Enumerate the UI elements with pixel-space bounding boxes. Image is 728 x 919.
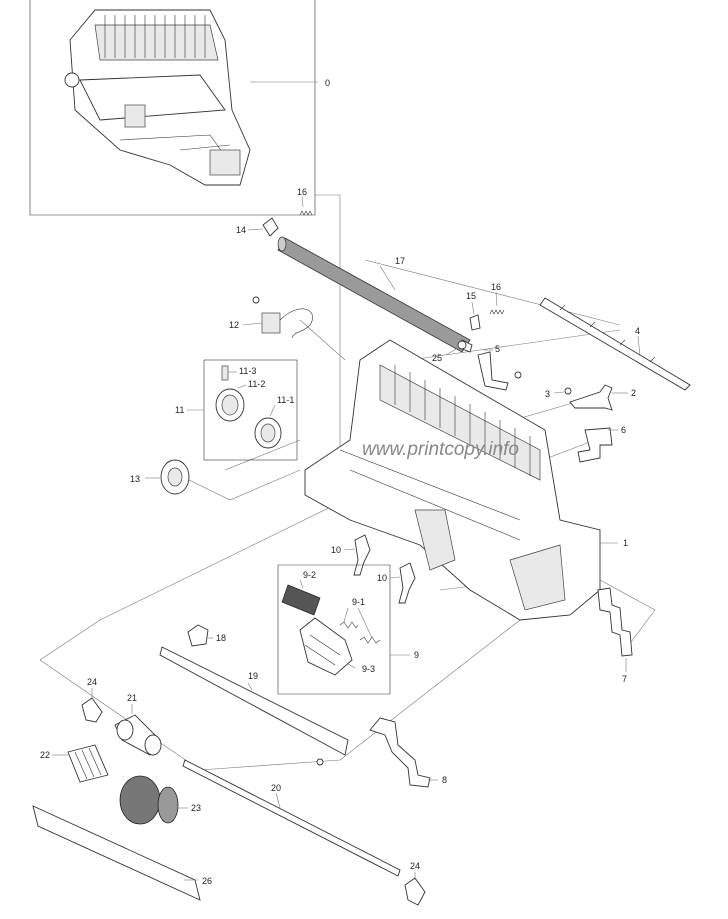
callout-8: 8 xyxy=(442,775,447,785)
part-14 xyxy=(262,217,279,237)
part-12 xyxy=(252,296,313,339)
part-24-upper xyxy=(81,697,103,723)
callout-9-3: 9-3 xyxy=(362,664,375,674)
spring-16-right xyxy=(489,309,505,315)
part-25 xyxy=(457,340,467,350)
callout-22: 22 xyxy=(40,750,50,760)
callout-10-lower: 10 xyxy=(377,573,387,583)
part-21 xyxy=(114,714,162,756)
callout-26: 26 xyxy=(202,876,212,886)
part-18 xyxy=(187,624,209,647)
callout-25: 25 xyxy=(432,353,442,363)
part-2 xyxy=(569,384,613,411)
part-19 xyxy=(159,646,349,766)
pad-9-2 xyxy=(281,584,321,616)
part-10-upper xyxy=(353,534,371,576)
callout-6: 6 xyxy=(621,425,626,435)
callout-16-right: 16 xyxy=(491,282,501,292)
part-24-lower xyxy=(404,877,426,906)
callout-11-3: 11-3 xyxy=(239,366,256,376)
callout-17: 17 xyxy=(395,256,405,266)
callout-9-2: 9-2 xyxy=(303,570,316,580)
callout-0: 0 xyxy=(325,78,330,88)
callout-11-1: 11-1 xyxy=(277,395,294,405)
callout-7: 7 xyxy=(622,674,627,684)
callout-11-2: 11-2 xyxy=(248,379,265,389)
part-22 xyxy=(67,744,109,783)
callout-15: 15 xyxy=(466,291,476,301)
gear-group-11 xyxy=(203,359,298,461)
part-6 xyxy=(577,427,613,463)
callout-10-upper: 10 xyxy=(331,545,341,555)
watermark: www.printcopy.info xyxy=(362,439,519,460)
part-10-lower xyxy=(398,562,416,604)
roller-17 xyxy=(277,236,473,353)
callout-21: 21 xyxy=(127,693,137,703)
spring-16-left xyxy=(299,210,313,216)
callout-20: 20 xyxy=(271,783,281,793)
gear-13 xyxy=(160,459,190,495)
assembly-0-box: 0 xyxy=(29,0,330,216)
part-7 xyxy=(597,587,633,657)
part-15 xyxy=(469,314,481,331)
callout-23: 23 xyxy=(191,803,201,813)
part-26 xyxy=(32,805,201,901)
part-23 xyxy=(119,775,179,825)
callout-19: 19 xyxy=(248,671,258,681)
callout-1: 1 xyxy=(623,538,628,548)
callout-5: 5 xyxy=(495,344,500,354)
holder-9-3 xyxy=(299,617,353,676)
part-group-9 xyxy=(277,564,391,695)
frame-assembly-drawing xyxy=(64,9,251,186)
callout-9-1: 9-1 xyxy=(352,597,365,607)
callout-2: 2 xyxy=(631,388,636,398)
springs-9-1 xyxy=(339,621,381,644)
callout-13: 13 xyxy=(130,474,140,484)
part-3 xyxy=(564,387,572,395)
callout-14: 14 xyxy=(236,225,246,235)
part-5 xyxy=(477,351,522,391)
part-8 xyxy=(369,717,431,788)
callout-3: 3 xyxy=(545,389,550,399)
callout-12: 12 xyxy=(229,320,239,330)
part-4 xyxy=(539,297,691,391)
main-frame-1 xyxy=(304,339,601,621)
callout-24-upper: 24 xyxy=(87,677,97,687)
callout-4: 4 xyxy=(635,326,640,336)
callout-16-left: 16 xyxy=(297,187,307,197)
callout-24-lower: 24 xyxy=(410,861,420,871)
callout-18: 18 xyxy=(216,633,226,643)
part-20 xyxy=(182,759,401,877)
callout-9: 9 xyxy=(414,650,419,660)
callout-11: 11 xyxy=(175,405,184,415)
